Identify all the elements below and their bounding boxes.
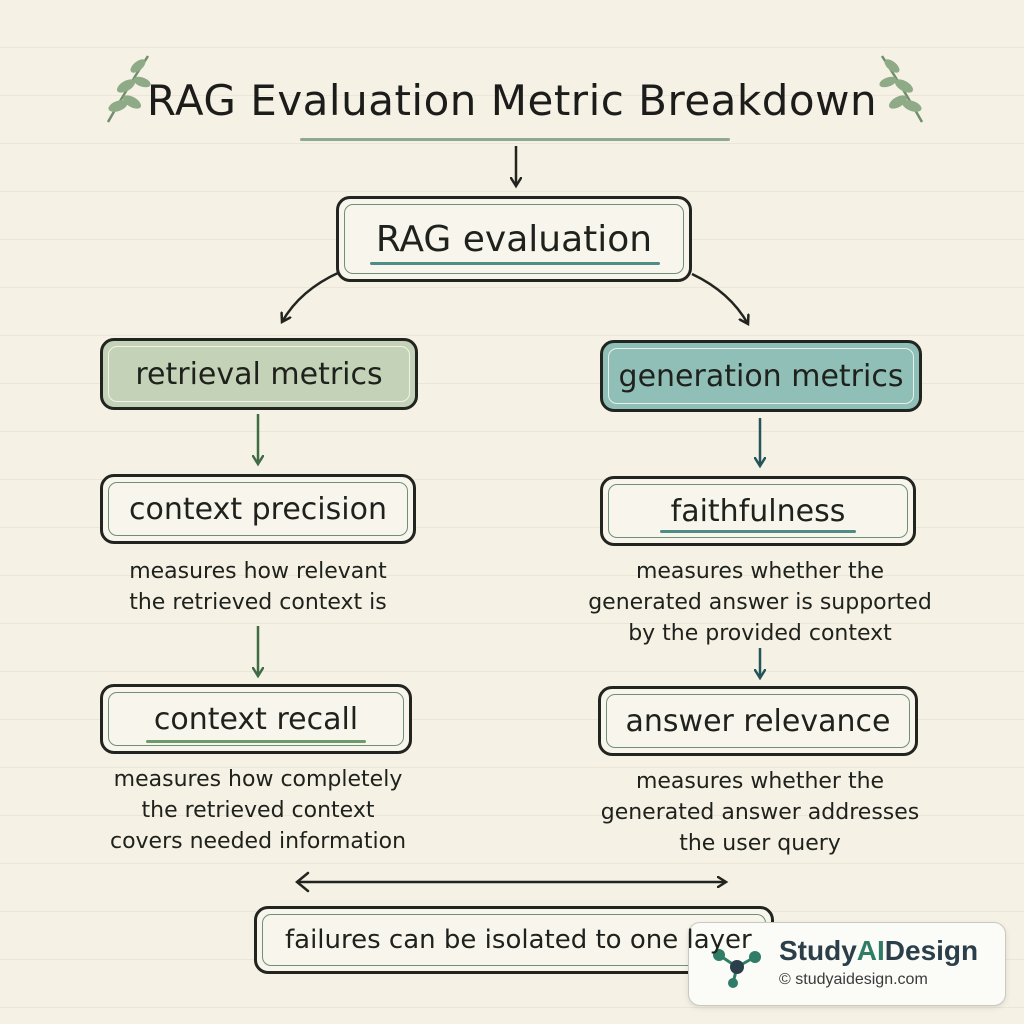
watermark-badge: StudyAIDesign © studyaidesign.com <box>688 922 1006 1006</box>
title-underline <box>300 138 730 141</box>
category-retrieval-label: retrieval metrics <box>135 356 383 392</box>
metric-faithfulness: faithfulness <box>600 476 916 546</box>
conclusion-box: failures can be isolated to one layer <box>254 906 774 974</box>
category-generation-metrics: generation metrics <box>600 340 922 412</box>
description-line: generated answer addresses <box>600 800 920 825</box>
description-line: by the provided context <box>628 621 892 646</box>
description-line: measures whether the <box>635 559 885 584</box>
context-precision-description: measures how relevant the retrieved cont… <box>98 556 418 618</box>
description-line: measures how relevant <box>129 559 387 584</box>
category-generation-label: generation metrics <box>618 358 904 394</box>
conclusion-label: failures can be isolated to one layer <box>285 925 752 955</box>
network-logo-icon <box>713 949 761 988</box>
leaf-sprig-left-icon <box>106 55 151 123</box>
brand-url: © studyaidesign.com <box>779 971 928 988</box>
answer-relevance-description: measures whether the generated answer ad… <box>570 766 950 859</box>
context-recall-description: measures how completely the retrieved co… <box>88 764 428 857</box>
description-line: measures how completely <box>113 767 403 792</box>
arrow-root-to-generation <box>691 272 748 324</box>
description-line: covers needed information <box>109 829 407 854</box>
description-line: the retrieved context <box>141 798 375 823</box>
description-line: measures whether the <box>635 769 885 794</box>
metric-context-recall-label: context recall <box>153 701 359 737</box>
root-underline <box>370 262 660 265</box>
metric-answer-relevance: answer relevance <box>598 686 918 756</box>
brand-name: StudyAIDesign <box>779 935 979 966</box>
description-line: the retrieved context is <box>129 590 387 615</box>
metric-context-precision-label: context precision <box>129 491 387 527</box>
root-node-label: RAG evaluation <box>375 218 653 260</box>
metric-faithfulness-label: faithfulness <box>670 493 846 529</box>
page-title: RAG Evaluation Metric Breakdown <box>146 76 878 125</box>
category-retrieval-metrics: retrieval metrics <box>100 338 418 410</box>
root-node: RAG evaluation <box>336 196 692 282</box>
faithfulness-underline <box>660 530 856 533</box>
faithfulness-description: measures whether the generated answer is… <box>570 556 950 649</box>
metric-context-precision: context precision <box>100 474 416 544</box>
metric-answer-relevance-label: answer relevance <box>625 703 891 739</box>
description-line: generated answer is supported <box>588 590 932 615</box>
arrow-root-to-retrieval <box>282 270 341 322</box>
leaf-sprig-right-icon <box>879 55 924 123</box>
metric-context-recall: context recall <box>100 684 412 754</box>
description-line: the user query <box>679 831 841 856</box>
context-recall-underline <box>146 740 366 743</box>
